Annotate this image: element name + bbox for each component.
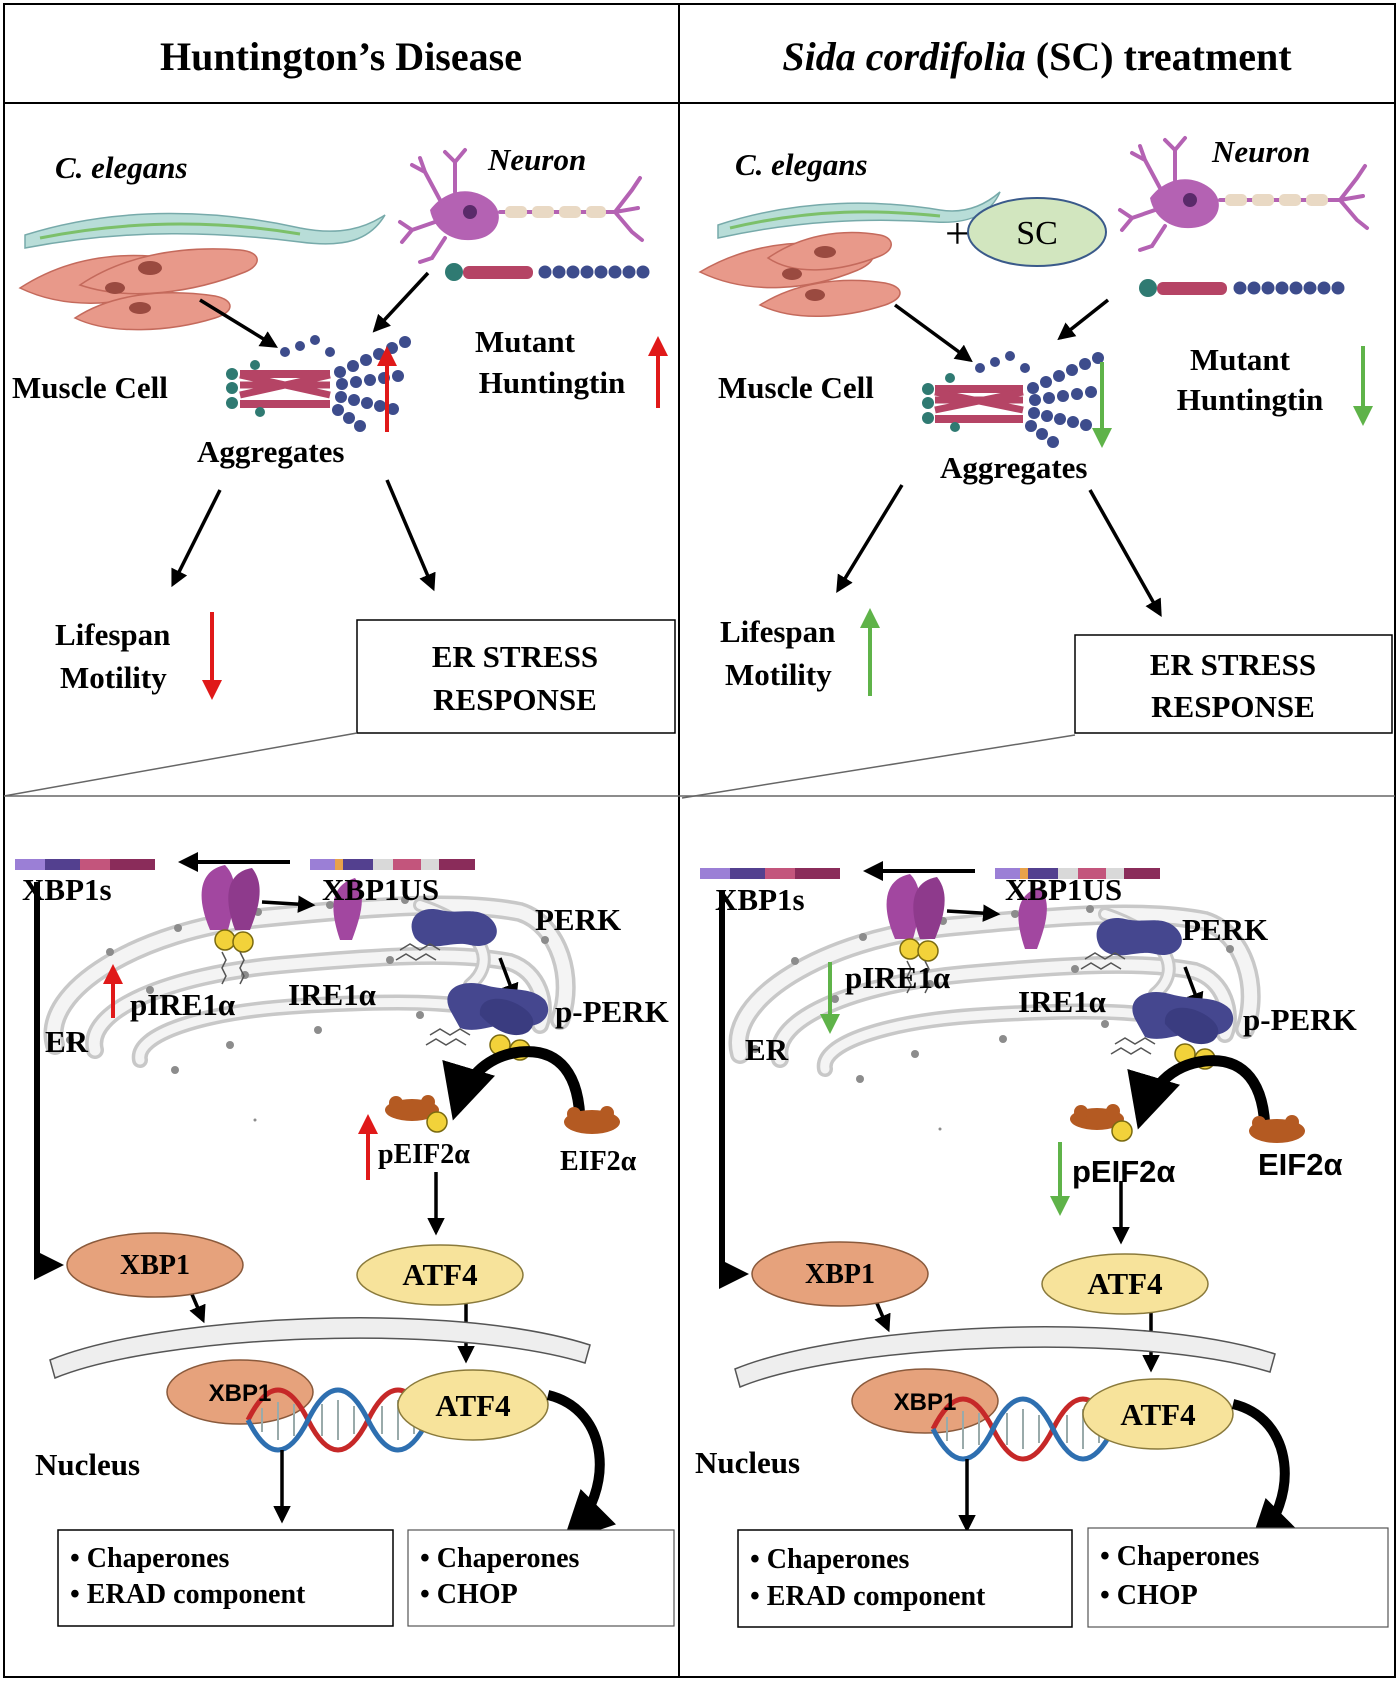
muscle-cell-label: Muscle Cell (718, 370, 874, 405)
muscle-cell-icon (18, 248, 258, 331)
target-genes-box-1 (737, 1529, 1073, 1628)
p-perk-label: p-PERK (1243, 1002, 1357, 1037)
atf4-label: ATF4 (1087, 1266, 1162, 1301)
er-label: ER (745, 1032, 789, 1067)
nucleus-label: Nucleus (35, 1447, 140, 1482)
pire1-label: pIRE1α (130, 987, 235, 1022)
box1-item1: • Chaperones (750, 1544, 910, 1575)
box2-item2: • CHOP (420, 1579, 518, 1610)
figure-frame (3, 3, 1396, 1678)
er-stress-line2: RESPONSE (433, 682, 597, 717)
aggregates-label: Aggregates (197, 434, 345, 469)
neuron-label: Neuron (1211, 134, 1310, 169)
motility-label: Motility (725, 657, 832, 692)
motility-label: Motility (60, 660, 167, 695)
panel-title: Sida cordifolia (SC) treatment (782, 34, 1292, 79)
box1-item2: • ERAD component (70, 1579, 306, 1610)
box2-item1: • Chaperones (1100, 1541, 1260, 1572)
zoom-line (681, 734, 1076, 799)
target-genes-box-1 (57, 1529, 394, 1627)
nucleus-label: Nucleus (695, 1445, 800, 1480)
target-genes-box-2 (1087, 1527, 1389, 1628)
mutant-huntingtin-protein-icon (445, 263, 650, 281)
er-stress-line1: ER STRESS (432, 639, 598, 674)
c-elegans-worm-icon (24, 212, 386, 249)
eif2-label: EIF2α (1258, 1147, 1343, 1182)
panel-sc-treatment: Sida cordifolia (SC) treatment C. elegan… (681, 34, 1393, 1628)
peif2-label: pEIF2α (1072, 1154, 1175, 1189)
er-stress-box (1074, 634, 1393, 734)
organism-label: C. elegans (55, 150, 188, 185)
panel-huntingtons-disease: Huntington’s Disease C. elegans (3, 34, 676, 1627)
huntingtin-label: Huntingtin (1177, 382, 1323, 417)
plus-sign: + (945, 209, 970, 258)
perk-label: PERK (1182, 912, 1268, 947)
atf4-nuclear-label: ATF4 (435, 1388, 510, 1423)
eif2-label: EIF2α (560, 1146, 637, 1177)
box1-item2: • ERAD component (750, 1581, 986, 1612)
xbp1-nuclear-label: XBP1 (894, 1389, 957, 1416)
huntingtin-label: Huntingtin (479, 365, 625, 400)
c-elegans-worm-icon (717, 191, 1001, 239)
neuron-icon (1118, 136, 1369, 252)
p-perk-label: p-PERK (555, 994, 669, 1029)
pire1-label: pIRE1α (845, 960, 950, 995)
panel-title-rest: (SC) treatment (1026, 34, 1293, 79)
mutant-label: Mutant (1190, 342, 1291, 377)
sc-label: SC (1016, 215, 1058, 252)
muscle-cell-icon (698, 231, 901, 317)
er-stress-line2: RESPONSE (1151, 689, 1315, 724)
xbp1s-label: XBP1s (715, 882, 805, 917)
neuron-icon (398, 148, 644, 264)
box1-item1: • Chaperones (70, 1543, 230, 1574)
er-stress-line1: ER STRESS (1150, 647, 1316, 682)
neuron-label: Neuron (487, 142, 586, 177)
zoom-line (3, 732, 358, 797)
lifespan-label: Lifespan (55, 617, 170, 652)
perk-label: PERK (535, 902, 621, 937)
er-stress-box (356, 619, 676, 734)
xbp1s-label: XBP1s (22, 872, 112, 907)
sc-oval (967, 197, 1107, 267)
xbp1-label: XBP1 (120, 1250, 190, 1281)
aggregates-icon (922, 351, 1104, 448)
aggregates-label: Aggregates (940, 450, 1088, 485)
atf4-label: ATF4 (402, 1257, 477, 1292)
aggregates-icon (226, 335, 411, 432)
xbp1-nuclear-label: XBP1 (209, 1380, 272, 1407)
muscle-cell-label: Muscle Cell (12, 370, 168, 405)
lifespan-label: Lifespan (720, 614, 835, 649)
organism-label: C. elegans (735, 147, 868, 182)
panel-title: Huntington’s Disease (160, 34, 522, 79)
atf4-nuclear-label: ATF4 (1120, 1397, 1195, 1432)
mutant-label: Mutant (475, 324, 576, 359)
xbp1us-label: XBP1US (322, 872, 439, 907)
ire1-label: IRE1α (288, 977, 376, 1012)
mutant-huntingtin-protein-icon (1139, 279, 1345, 297)
panel-title-italic: Sida cordifolia (782, 34, 1025, 79)
target-genes-box-2 (407, 1529, 675, 1627)
ire1-label: IRE1α (1018, 984, 1106, 1019)
box2-item2: • CHOP (1100, 1580, 1198, 1611)
xbp1us-label: XBP1US (1005, 872, 1122, 907)
box2-item1: • Chaperones (420, 1543, 580, 1574)
peif2-label: pEIF2α (378, 1139, 470, 1170)
xbp1-label: XBP1 (805, 1259, 875, 1290)
er-label: ER (45, 1024, 89, 1059)
